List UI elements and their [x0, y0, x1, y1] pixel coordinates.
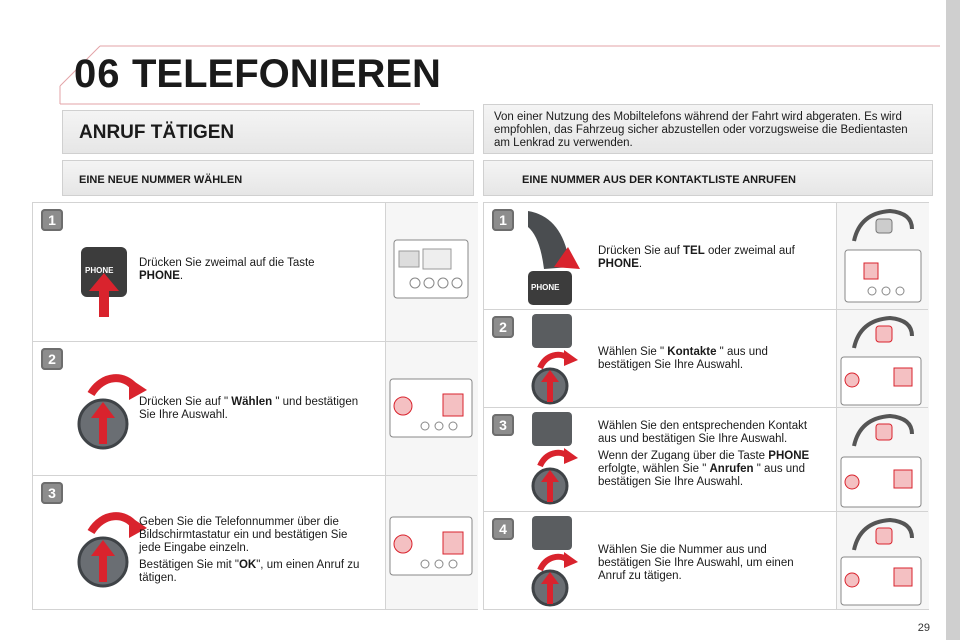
section-title: ANRUF TÄTIGEN: [79, 122, 235, 143]
right-step-1: 1 PHONE Drücken Sie auf TEL oder zweimal…: [484, 203, 928, 309]
header-decoration: [59, 45, 940, 105]
rotary-knob-icon: [77, 374, 147, 450]
left-step-3: 3 Geben Sie die Telefonnummer über die B…: [33, 475, 477, 610]
left-steps-panel: 1 PHONE Drücken Sie zweimal auf die Tast…: [32, 202, 478, 610]
steering-control-icon: [528, 211, 580, 269]
right-step-1-text: Drücken Sie auf TEL oder zweimal auf PHO…: [598, 245, 795, 270]
steering-wheel-icon: [852, 413, 914, 447]
phone-button-icon: PHONE: [528, 271, 572, 305]
left-subheader: EINE NEUE NUMMER WÄHLEN: [62, 160, 474, 196]
chapter-title: TELEFONIEREN: [132, 52, 441, 96]
step-badge: 4: [492, 518, 514, 540]
step-badge: 1: [492, 209, 514, 231]
steering-wheel-icon: [852, 315, 914, 349]
rotary-knob-icon: [531, 516, 578, 607]
left-step-2: 2 Drücken Sie auf " Wählen " und bestäti…: [33, 341, 477, 476]
page-number: 29: [917, 622, 930, 634]
rotary-knob-icon: [77, 512, 147, 588]
step-badge: 2: [41, 348, 63, 370]
left-step-1-text: Drücken Sie zweimal auf die Taste PHONE.: [139, 257, 315, 282]
step-badge: 3: [492, 414, 514, 436]
right-step-2-text: Wählen Sie " Kontakte " aus und bestätig…: [598, 346, 768, 371]
right-step-4-text: Wählen Sie die Nummer aus und bestätigen…: [598, 544, 794, 582]
page-edge-strip: [946, 0, 960, 640]
right-step-3-text: Wählen Sie den entsprechenden Kontakt au…: [598, 420, 810, 488]
radio-panel-icon: [389, 378, 473, 438]
step-badge: 3: [41, 482, 63, 504]
right-steps-panel: 1 PHONE Drücken Sie auf TEL oder zweimal…: [483, 202, 929, 610]
steering-wheel-icon: [852, 517, 914, 551]
step-badge: 1: [41, 209, 63, 231]
right-subtitle: EINE NUMMER AUS DER KONTAKTLISTE ANRUFEN: [522, 174, 796, 186]
intro-box: Von einer Nutzung des Mobiltelefons währ…: [483, 104, 933, 154]
radio-panel-icon: [840, 456, 922, 508]
right-step-2: 2 Wählen Sie " Kontakte " aus und bestät…: [484, 309, 928, 408]
radio-panel-icon: [393, 239, 469, 299]
left-step-2-text: Drücken Sie auf " Wählen " und bestätige…: [139, 396, 359, 421]
rotary-knob-icon: [531, 314, 578, 405]
right-step-4: 4 Wählen Sie die Nummer aus und bestätig…: [484, 511, 928, 610]
radio-panel-icon: [389, 516, 473, 576]
right-step-3: 3 Wählen Sie den entsprechenden Kontakt …: [484, 407, 928, 512]
right-subheader: EINE NUMMER AUS DER KONTAKTLISTE ANRUFEN: [483, 160, 933, 196]
radio-panel-icon: [840, 556, 922, 606]
left-step-3-text: Geben Sie die Telefonnummer über die Bil…: [139, 516, 360, 584]
step-badge: 2: [492, 316, 514, 338]
chapter-number: 06: [74, 52, 121, 96]
left-subtitle: EINE NEUE NUMMER WÄHLEN: [79, 174, 243, 186]
push-arrow-icon: [89, 273, 119, 317]
section-band: ANRUF TÄTIGEN: [62, 110, 474, 154]
radio-panel-icon: [840, 356, 922, 406]
intro-text: Von einer Nutzung des Mobiltelefons währ…: [494, 111, 908, 149]
rotary-knob-icon: [531, 412, 578, 505]
radio-panel-icon: [844, 249, 922, 303]
left-step-1: 1 PHONE Drücken Sie zweimal auf die Tast…: [33, 203, 477, 341]
steering-wheel-icon: [852, 208, 914, 242]
